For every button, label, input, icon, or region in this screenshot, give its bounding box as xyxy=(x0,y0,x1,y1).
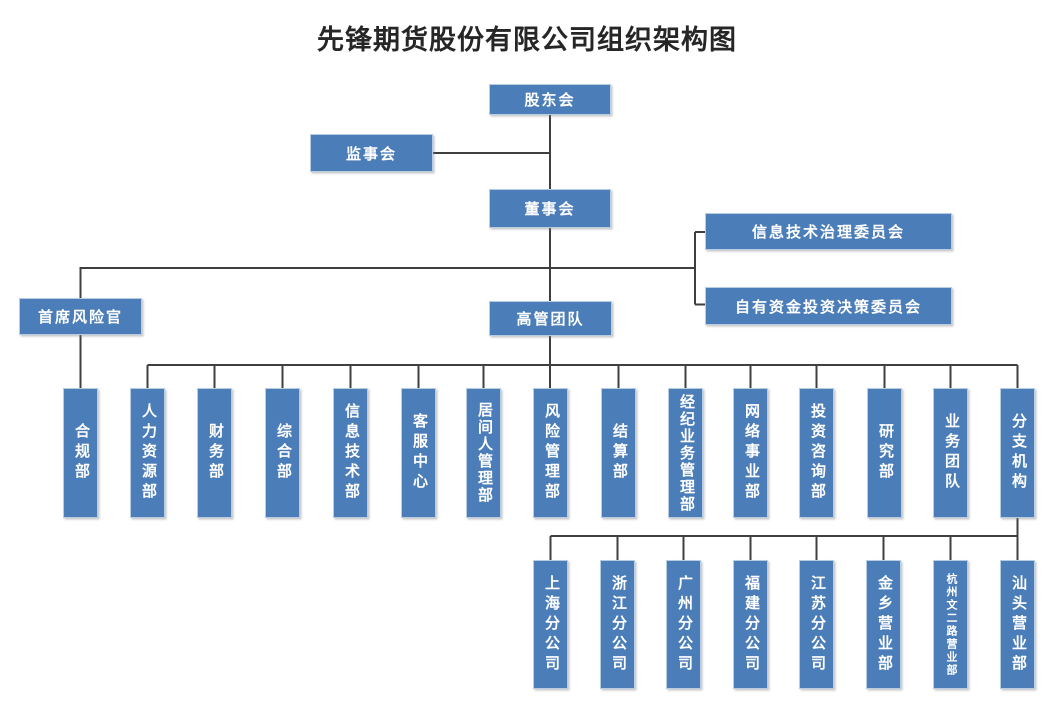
node-dept-brokerage-business-management: 经纪业务管理部 xyxy=(668,388,703,518)
node-dept-information-technology: 信息技术部 xyxy=(333,388,368,518)
node-branch-zhejiang: 浙江分公司 xyxy=(600,560,635,689)
node-dept-network-business: 网络事业部 xyxy=(733,388,768,518)
node-chief-risk-officer: 首席风险官 xyxy=(19,298,142,335)
node-dept-research: 研究部 xyxy=(867,388,902,518)
node-dept-customer-service: 客服中心 xyxy=(401,388,436,518)
node-dept-settlement: 结算部 xyxy=(601,388,636,518)
node-dept-risk-management: 风险管理部 xyxy=(533,388,568,518)
node-branch-shanghai: 上海分公司 xyxy=(533,560,568,689)
node-dept-compliance: 合规部 xyxy=(63,388,98,518)
node-dept-finance: 财务部 xyxy=(197,388,232,518)
node-dept-human-resources: 人力资源部 xyxy=(130,388,165,518)
node-board-of-directors: 董事会 xyxy=(489,189,611,228)
node-branch-fujian: 福建分公司 xyxy=(733,560,768,689)
node-branch-jiangsu: 江苏分公司 xyxy=(799,560,834,689)
node-branch-shantou-sales: 汕头营业部 xyxy=(1000,560,1035,689)
node-branch-guangzhou: 广州分公司 xyxy=(666,560,701,689)
node-supervisory-board: 监事会 xyxy=(310,134,433,172)
connector-department-rail xyxy=(146,336,1019,388)
node-branch-jinxiang-sales: 金乡营业部 xyxy=(866,560,901,689)
connector-branch-rail xyxy=(549,518,1019,560)
node-executive-team: 高管团队 xyxy=(489,301,612,336)
node-dept-branch-offices: 分支机构 xyxy=(1000,388,1035,518)
node-shareholders-meeting: 股东会 xyxy=(489,84,611,115)
node-proprietary-investment-committee: 自有资金投资决策委员会 xyxy=(705,287,952,325)
node-it-governance-committee: 信息技术治理委员会 xyxy=(705,213,952,250)
connector-cro-and-committees xyxy=(79,231,705,306)
node-dept-investment-consulting: 投资咨询部 xyxy=(799,388,834,518)
connector-trunk xyxy=(433,115,551,301)
node-dept-business-team: 业务团队 xyxy=(933,388,968,518)
node-branch-hangzhou-wenerlu-sales: 杭州文二路营业部 xyxy=(933,560,968,689)
node-dept-general-affairs: 综合部 xyxy=(265,388,300,518)
chart-title: 先锋期货股份有限公司组织架构图 xyxy=(317,25,737,55)
node-dept-intermediary-management: 居间人管理部 xyxy=(466,388,501,518)
